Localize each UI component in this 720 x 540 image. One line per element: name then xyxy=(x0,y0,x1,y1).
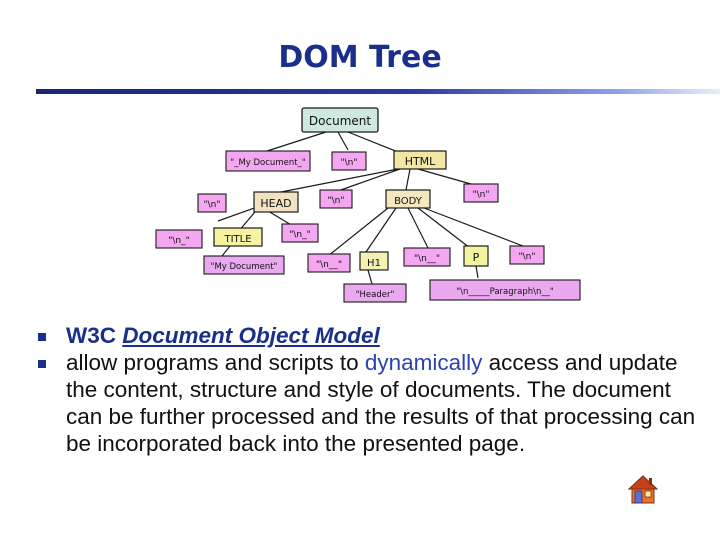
node-h1: H1 xyxy=(359,251,389,271)
bullet-2-after: access and update the content, structure… xyxy=(66,350,696,456)
node-text-my-document-1: "_My Document_" xyxy=(225,150,311,172)
node-newline-9-label: "\n" xyxy=(518,252,535,262)
slide-title: DOM Tree xyxy=(278,40,442,75)
node-head: HEAD xyxy=(253,191,299,213)
node-html-label: HTML xyxy=(405,155,436,168)
node-text-newline-4: "\n" xyxy=(463,183,499,203)
node-h1-label: H1 xyxy=(367,258,381,269)
node-text-newline-7: "\n__" xyxy=(307,253,351,273)
bullet-1-prefix: W3C xyxy=(66,323,123,348)
node-p-label: P xyxy=(473,251,480,264)
node-text-header: "Header" xyxy=(343,283,407,303)
node-html: HTML xyxy=(393,150,447,170)
node-document-label: Document xyxy=(309,114,371,128)
node-text-my-document-2: "My Document" xyxy=(203,255,285,275)
bullet-item-w3c: W3C Document Object Model xyxy=(36,322,696,349)
node-header-label: "Header" xyxy=(356,290,395,300)
node-my-document-2-label: "My Document" xyxy=(211,262,278,272)
bullet-list: W3C Document Object Model allow programs… xyxy=(36,322,696,457)
bullet-item-description: allow programs and scripts to dynamicall… xyxy=(36,349,696,457)
node-text-paragraph: "\n_____Paragraph\n__" xyxy=(429,279,581,301)
node-text-newline-5: "\n_" xyxy=(155,229,203,249)
node-text-newline-9: "\n" xyxy=(509,245,545,265)
node-body: BODY xyxy=(385,189,431,209)
home-icon[interactable] xyxy=(626,474,660,512)
node-title: TITLE xyxy=(213,227,263,247)
node-text-newline-2: "\n" xyxy=(197,193,227,213)
dom-tree-diagram: Document "_My Document_" "\n" HTML "\n" … xyxy=(148,96,588,314)
node-head-label: HEAD xyxy=(260,197,291,210)
tree-connectors xyxy=(217,131,524,285)
node-document: Document xyxy=(301,107,379,133)
node-newline-2-label: "\n" xyxy=(203,200,220,210)
bullet-1-dom-link[interactable]: Document Object Model xyxy=(122,323,380,348)
node-newline-1-label: "\n" xyxy=(340,158,357,168)
node-paragraph-label: "\n_____Paragraph\n__" xyxy=(456,287,554,297)
node-title-label: TITLE xyxy=(223,234,251,245)
square-bullet-icon xyxy=(38,360,46,368)
node-text-newline-8: "\n__" xyxy=(403,247,451,267)
square-bullet-icon xyxy=(38,333,46,341)
node-text-newline-3: "\n" xyxy=(319,189,353,209)
node-newline-4-label: "\n" xyxy=(472,190,489,200)
node-newline-5-label: "\n_" xyxy=(168,236,190,246)
node-body-label: BODY xyxy=(394,196,423,207)
bullet-2-before: allow programs and scripts to xyxy=(66,350,365,375)
node-my-document-1-label: "_My Document_" xyxy=(230,158,306,168)
node-p: P xyxy=(463,245,489,267)
node-text-newline-6: "\n_" xyxy=(281,223,319,243)
node-newline-3-label: "\n" xyxy=(327,196,344,206)
node-text-newline-1: "\n" xyxy=(331,151,367,171)
bullet-2-highlight: dynamically xyxy=(364,350,483,375)
node-newline-7-label: "\n__" xyxy=(316,260,342,270)
node-newline-8-label: "\n__" xyxy=(414,254,440,264)
node-newline-6-label: "\n_" xyxy=(289,230,311,240)
title-underline xyxy=(36,89,720,94)
